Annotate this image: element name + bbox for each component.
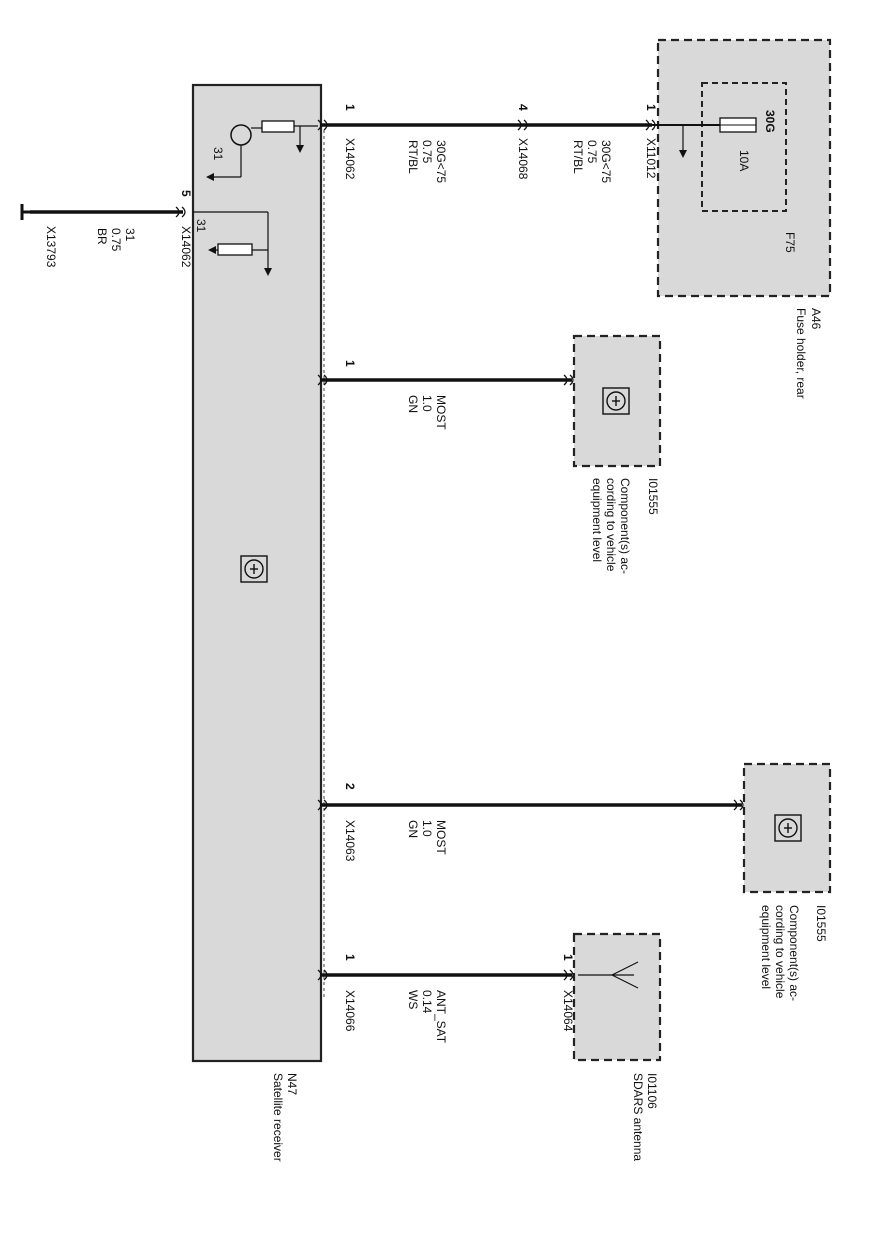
most2-pin: 2 xyxy=(343,783,357,790)
ground-size: 0.75 xyxy=(109,228,123,252)
power-connector-fuse: X11012 xyxy=(644,138,658,179)
most1-color: GN xyxy=(406,395,420,413)
ground-signal: 31 xyxy=(123,228,137,242)
component-2-name-line2: cording to vehicle xyxy=(773,905,787,999)
ground-color: BR xyxy=(95,228,109,245)
satellite-receiver-id: N47 xyxy=(285,1073,299,1095)
most1-size: 1.0 xyxy=(420,395,434,412)
most2-size: 1.0 xyxy=(420,820,434,837)
component-1-name-line1: Component(s) ac- xyxy=(618,478,632,574)
power-connector-mid: X14068 xyxy=(516,138,530,180)
component-2-id: I01555 xyxy=(814,905,828,942)
antenna-name: SDARS antenna xyxy=(631,1073,645,1161)
power-connector-receiver: X14062 xyxy=(343,138,357,180)
component-1-name-line3: equipment level xyxy=(590,478,604,562)
receiver-power-stage-icon xyxy=(206,120,318,181)
ground-pin: 5 xyxy=(179,190,193,197)
power-pin-fuse: 1 xyxy=(644,104,658,111)
satellite-receiver-icon xyxy=(240,555,268,583)
receiver-ground-resistor-icon xyxy=(193,211,272,276)
component-2-name-line1: Component(s) ac- xyxy=(787,905,801,1001)
antenna-icon xyxy=(578,961,639,989)
component-1-name-line2: cording to vehicle xyxy=(604,478,618,572)
ground-terminal-connector: X13793 xyxy=(44,226,58,268)
ant-pin: 1 xyxy=(343,954,357,961)
most1-pin: 1 xyxy=(343,360,357,367)
fuse-inner-box xyxy=(701,82,787,212)
fuse-holder-id: A46 xyxy=(809,308,823,330)
most1-signal: MOST xyxy=(434,395,448,430)
power-pin-mid: 4 xyxy=(516,104,530,111)
receiver-ground-label-1: 31 xyxy=(211,147,225,161)
receiver-ground-label-2: 31 xyxy=(194,219,208,233)
ant-signal: ANT_SAT xyxy=(434,990,448,1044)
power-seg1-signal: 30G<75 xyxy=(434,140,448,183)
satellite-receiver-name: Satellite receiver xyxy=(271,1073,285,1162)
most2-connector: X14063 xyxy=(343,820,357,862)
ant-color: WS xyxy=(406,990,420,1009)
fuse-terminal-label: 30G xyxy=(763,110,777,133)
component-1-icon xyxy=(602,387,630,415)
ground-connector: X14062 xyxy=(179,226,193,268)
component-2-icon xyxy=(774,814,802,842)
power-seg1-size: 0.75 xyxy=(420,140,434,164)
most2-signal: MOST xyxy=(434,820,448,855)
satellite-receiver-box xyxy=(191,83,323,1063)
power-seg2-color: RT/BL xyxy=(571,140,585,174)
connector-marks xyxy=(175,119,744,981)
ant-size: 0.14 xyxy=(420,990,434,1014)
power-pin-receiver: 1 xyxy=(343,104,357,111)
component-2-name-line3: equipment level xyxy=(759,905,773,989)
fuse-f75-icon xyxy=(679,117,757,158)
most2-color: GN xyxy=(406,820,420,838)
fuse-holder-name: Fuse holder, rear xyxy=(794,308,808,399)
antenna-pin: 1 xyxy=(561,954,575,961)
power-seg1-color: RT/BL xyxy=(406,140,420,174)
antenna-connector: X14064 xyxy=(561,990,575,1032)
antenna-id: I01106 xyxy=(645,1073,659,1109)
fuse-id-label: F75 xyxy=(783,232,797,253)
ground-terminal-icon xyxy=(20,204,32,220)
antenna-box xyxy=(572,932,662,1062)
power-seg2-size: 0.75 xyxy=(585,140,599,164)
component-1-id: I01555 xyxy=(646,478,660,515)
fuse-rating-label: 10A xyxy=(737,150,751,171)
power-seg2-signal: 30G<75 xyxy=(599,140,613,183)
ant-connector: X14066 xyxy=(343,990,357,1032)
